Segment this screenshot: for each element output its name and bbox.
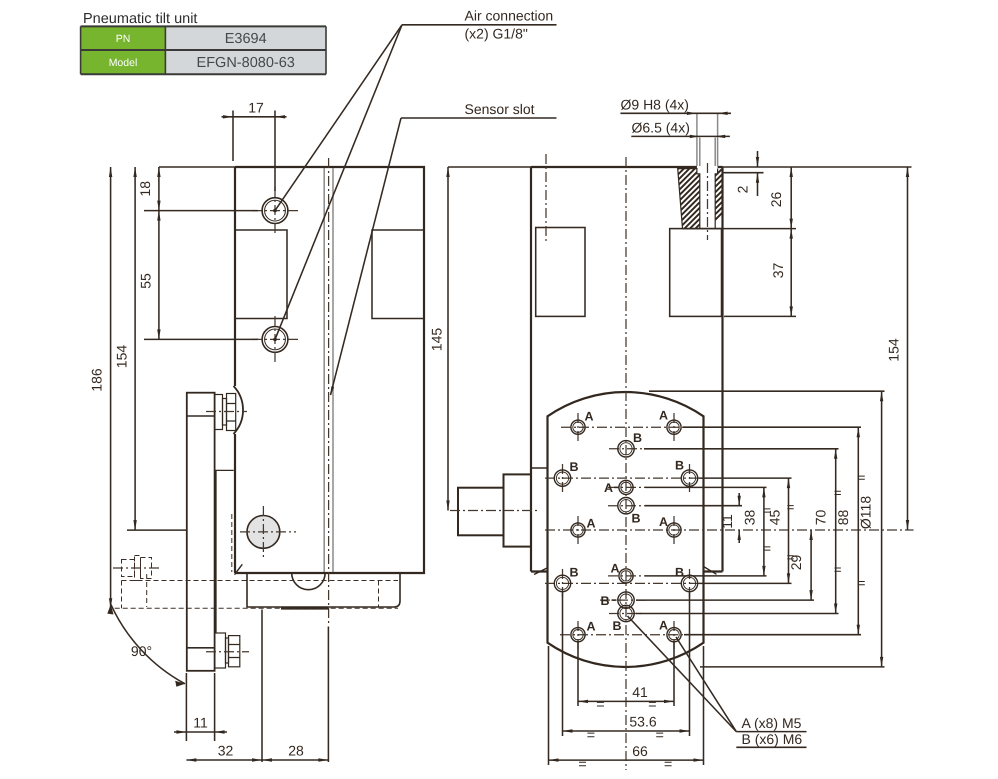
svg-text:A: A xyxy=(586,517,595,531)
svg-text:PN: PN xyxy=(116,33,131,45)
svg-text:37: 37 xyxy=(770,263,786,279)
svg-text:2: 2 xyxy=(735,185,751,193)
svg-text:A: A xyxy=(604,481,613,495)
svg-text:11: 11 xyxy=(193,715,208,731)
svg-text:Ø6.5 (4x): Ø6.5 (4x) xyxy=(632,120,690,136)
svg-text:(x2) G1/8": (x2) G1/8" xyxy=(465,26,528,42)
svg-text:A: A xyxy=(610,562,619,576)
svg-text:E3694: E3694 xyxy=(225,31,267,47)
svg-text:Air connection: Air connection xyxy=(465,8,554,24)
svg-text:Sensor slot: Sensor slot xyxy=(465,101,535,117)
svg-text:55: 55 xyxy=(138,273,154,289)
svg-text:32: 32 xyxy=(218,743,234,759)
svg-text:186: 186 xyxy=(89,368,105,392)
svg-text:A: A xyxy=(659,515,668,529)
svg-text:26: 26 xyxy=(768,192,784,208)
svg-text:B (x6) M6: B (x6) M6 xyxy=(742,731,803,747)
svg-text:17: 17 xyxy=(248,99,264,115)
svg-text:45: 45 xyxy=(766,510,782,526)
svg-text:B: B xyxy=(675,458,684,472)
svg-text:145: 145 xyxy=(429,328,445,352)
svg-text:EFGN-8080-63: EFGN-8080-63 xyxy=(197,55,295,71)
svg-text:88: 88 xyxy=(835,510,851,526)
svg-text:70: 70 xyxy=(813,510,829,526)
svg-text:Ø118: Ø118 xyxy=(858,496,874,529)
svg-text:41: 41 xyxy=(632,684,648,700)
svg-text:A: A xyxy=(659,619,668,633)
svg-text:A: A xyxy=(584,409,593,423)
svg-text:Pneumatic tilt unit: Pneumatic tilt unit xyxy=(83,11,197,27)
svg-text:A: A xyxy=(659,409,668,423)
svg-text:A (x8) M5: A (x8) M5 xyxy=(742,715,802,731)
svg-text:Ø9 H8 (4x): Ø9 H8 (4x) xyxy=(621,97,689,113)
svg-text:66: 66 xyxy=(632,743,648,759)
svg-text:11: 11 xyxy=(719,514,735,529)
svg-text:28: 28 xyxy=(288,743,304,759)
svg-text:A: A xyxy=(586,620,595,634)
svg-text:29: 29 xyxy=(788,555,804,571)
svg-text:B: B xyxy=(675,566,684,580)
svg-text:Model: Model xyxy=(109,57,138,69)
svg-text:18: 18 xyxy=(137,181,153,197)
svg-text:38: 38 xyxy=(742,510,758,526)
svg-text:53.6: 53.6 xyxy=(629,714,656,730)
svg-text:B: B xyxy=(569,566,578,580)
svg-text:B: B xyxy=(633,431,642,445)
svg-text:154: 154 xyxy=(114,345,130,369)
svg-text:B: B xyxy=(600,594,609,608)
svg-text:90°: 90° xyxy=(131,643,152,659)
svg-text:B: B xyxy=(569,460,578,474)
svg-text:B: B xyxy=(612,619,621,633)
svg-text:154: 154 xyxy=(886,338,902,362)
svg-text:B: B xyxy=(631,512,640,526)
